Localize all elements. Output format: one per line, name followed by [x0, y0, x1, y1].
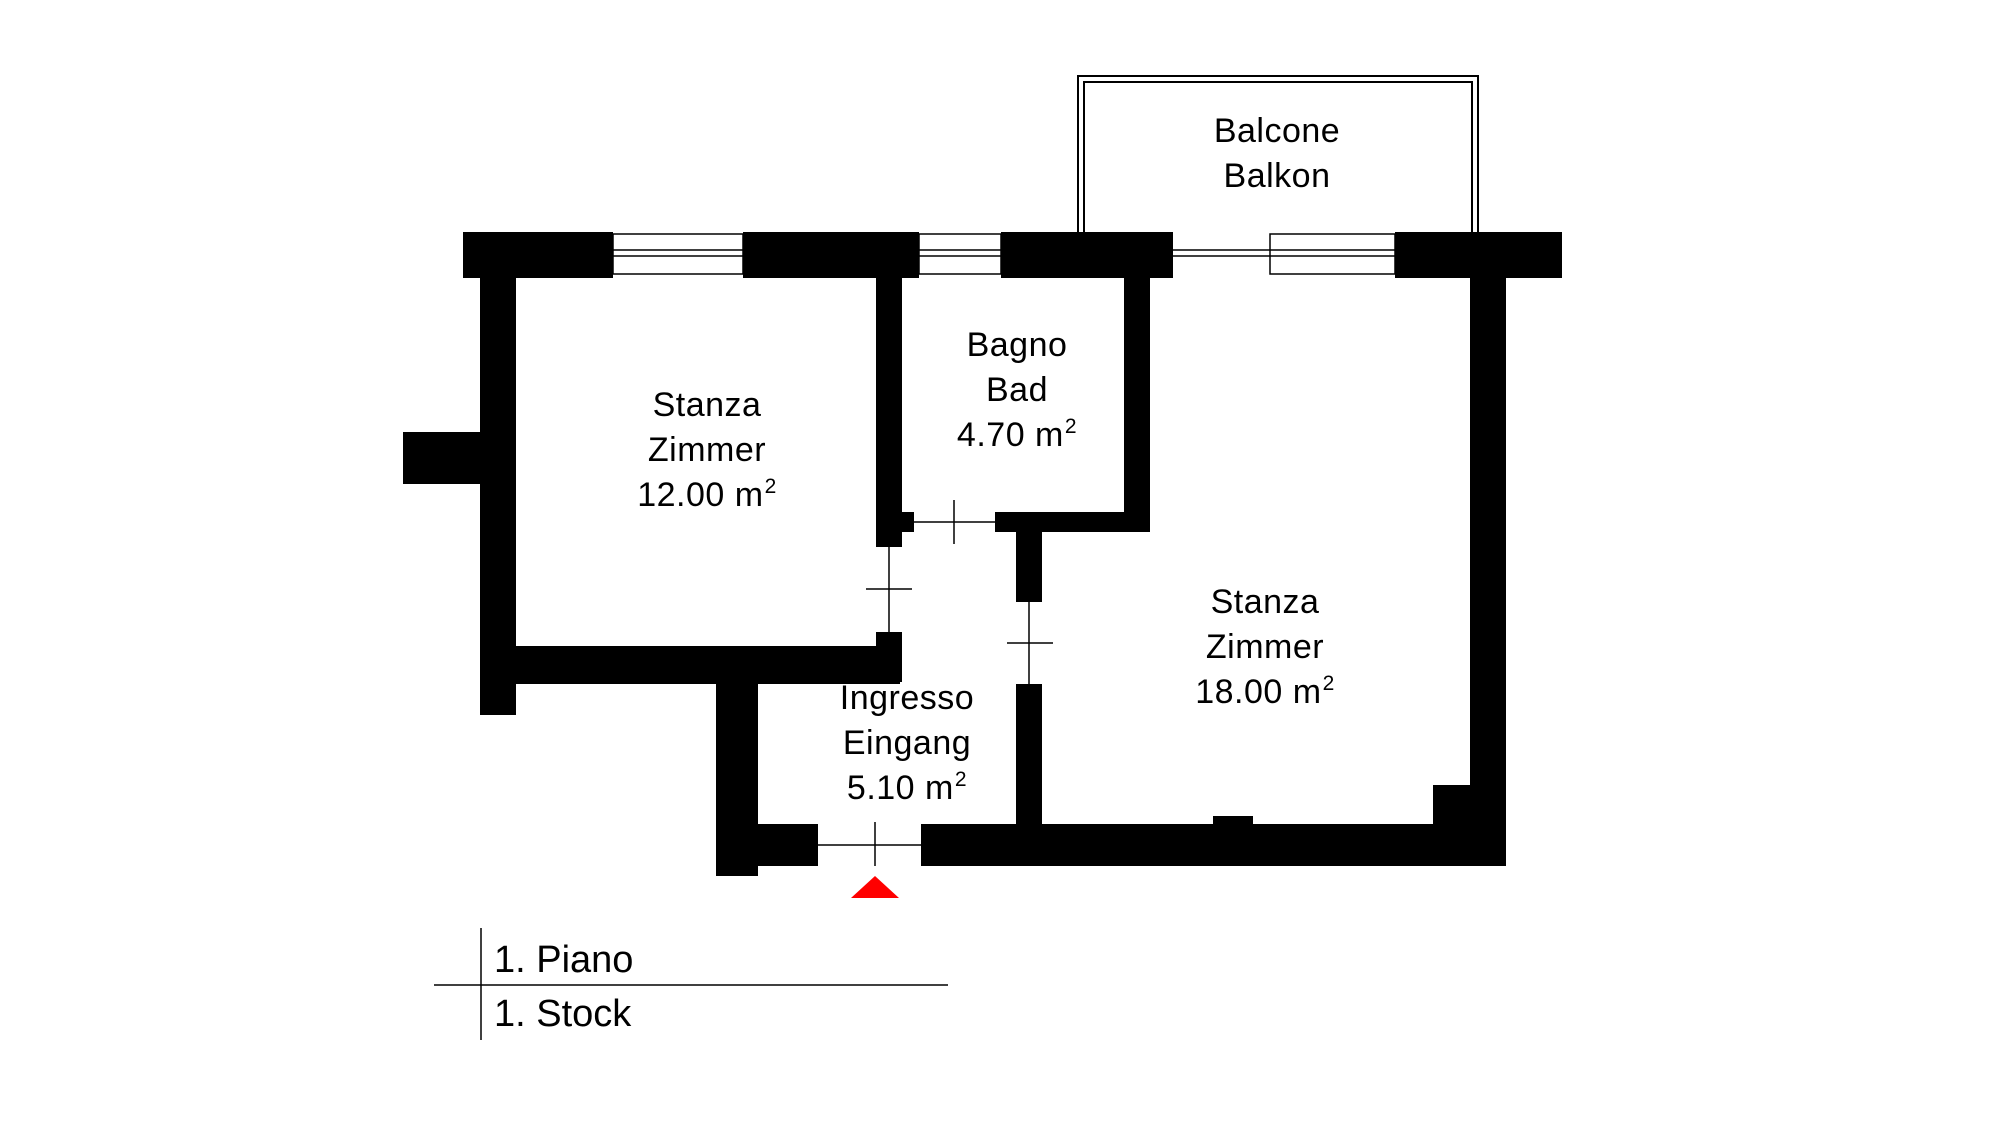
wall-bedroom-bottom: [480, 646, 900, 684]
room-name-de: Zimmer: [1205, 628, 1325, 666]
room-name-it: Balcone: [1213, 112, 1341, 150]
wall-corner-inner: [1433, 785, 1475, 827]
area-unit-exponent: 2: [1322, 672, 1335, 695]
wall-bottom-notch: [1213, 816, 1253, 826]
wall-hall-right-upper: [1016, 512, 1042, 602]
window-3: [1173, 233, 1396, 275]
floor-label-de: 1. Stock: [494, 993, 632, 1035]
area-value: 4.70 m: [956, 416, 1064, 454]
room-name-de: Bad: [985, 371, 1048, 409]
room-label-entrance: Ingresso Eingang 5.10 m2: [840, 676, 974, 811]
wall-hall-right-lower: [1016, 684, 1042, 844]
room-name-de: Zimmer: [647, 431, 767, 469]
room-label-bathroom: Bagno Bad 4.70 m2: [957, 323, 1077, 458]
room-label-bedroom-left: Stanza Zimmer 12.00 m2: [637, 383, 777, 518]
room-name-de: Balkon: [1223, 157, 1331, 195]
wall-entrance-bottom-left: [716, 824, 818, 866]
wall-left: [480, 232, 516, 715]
room-name-it: Stanza: [1210, 583, 1320, 621]
room-name-it: Bagno: [966, 326, 1068, 364]
entrance-triangle-icon: [851, 876, 899, 898]
area-value: 18.00 m: [1195, 673, 1322, 711]
door-bedroom-left: [866, 547, 912, 632]
area-value: 12.00 m: [637, 476, 764, 514]
wall-bottom: [921, 824, 1506, 866]
room-name-de: Eingang: [842, 724, 972, 762]
area-value: 5.10 m: [846, 769, 954, 807]
room-area: 5.10 m2: [840, 766, 974, 811]
room-name-it: Stanza: [652, 386, 762, 424]
chimney: [403, 432, 483, 484]
door-bathroom: [914, 500, 995, 544]
wall-bedroom-right: [876, 232, 902, 547]
area-unit-exponent: 2: [954, 768, 968, 791]
area-unit-exponent: 2: [764, 475, 777, 498]
wall-bath-right: [1124, 232, 1150, 532]
room-area: 18.00 m2: [1195, 670, 1335, 715]
windows: [612, 233, 1396, 275]
door-bedroom-right: [1007, 602, 1053, 684]
room-area: 12.00 m2: [637, 473, 777, 518]
balcony-outline: [1077, 75, 1479, 234]
legend-lines: [434, 928, 948, 1040]
room-name-it: Ingresso: [839, 679, 975, 717]
area-unit-exponent: 2: [1064, 415, 1078, 438]
walls: [403, 232, 1562, 876]
door-entrance: [818, 822, 921, 866]
room-label-bedroom-right: Stanza Zimmer 18.00 m2: [1195, 580, 1335, 715]
room-label-balcony: Balcone Balkon: [1214, 109, 1340, 199]
window-2: [918, 233, 1002, 275]
wall-bedroom-right-lower: [876, 632, 902, 682]
room-area: 4.70 m2: [957, 413, 1077, 458]
wall-bath-bottom-left: [876, 512, 914, 532]
doors: [818, 500, 1053, 866]
floor-label-it: 1. Piano: [494, 939, 634, 981]
window-1: [612, 233, 744, 275]
wall-right: [1470, 232, 1506, 866]
